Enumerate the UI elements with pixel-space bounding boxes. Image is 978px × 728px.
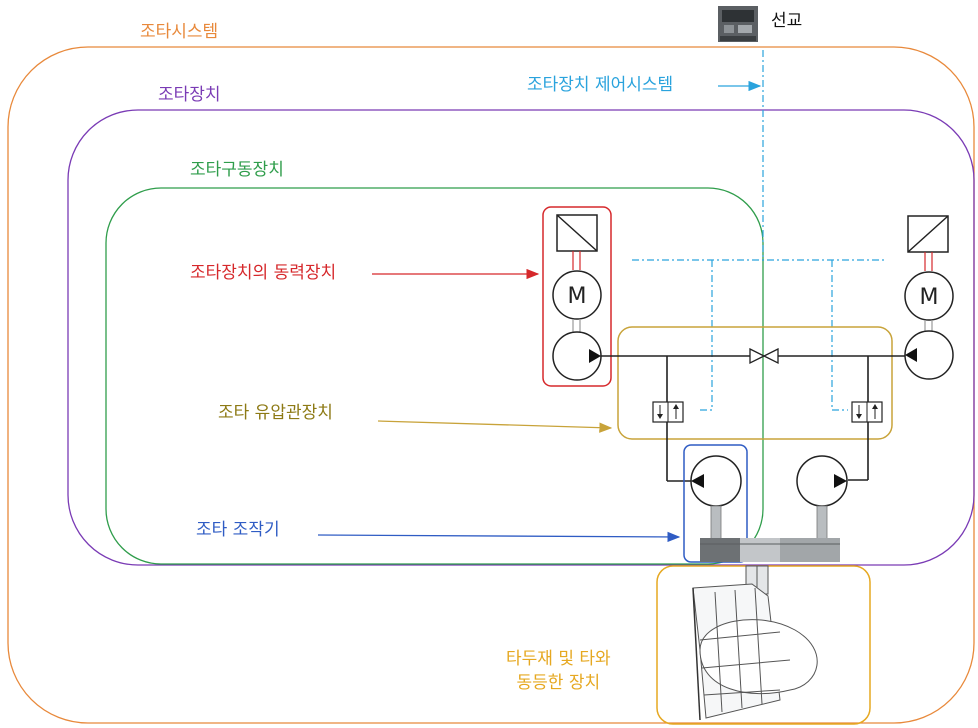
rudder-drawing [692,565,818,721]
label-bridge: 선교 [771,11,803,31]
left-motor-symbol: M [568,284,587,309]
crossover-valve [749,347,779,365]
label-steering-actuator: 조타 조작기 [196,520,280,540]
hydraulic-lines [601,355,905,482]
right-motor [904,271,954,321]
right-actuator [796,455,848,541]
right-check-valve [851,401,883,423]
label-steering-drive: 조타구동장치 [190,160,284,180]
left-power-unit [552,214,602,381]
left-check-valve [652,401,684,423]
label-rudder-stock: 타두재 및 타와 동등한 장치 [506,647,611,695]
label-steering-system: 조타시스템 [140,22,219,42]
tiller-drum [700,538,840,562]
right-motor-symbol: M [920,285,939,310]
label-control-system: 조타장치 제어시스템 [527,75,674,95]
label-hydraulic-piping: 조타 유압관장치 [218,403,333,423]
left-actuator [690,455,742,541]
steering-actuator-arrow [317,531,681,543]
label-power-unit: 조타장치의 동력장치 [190,263,337,283]
steering-gear-boundary [67,109,975,566]
hydraulic-piping-arrow [377,420,613,433]
label-rudder-stock-line2: 동등한 장치 [516,673,601,693]
label-rudder-stock-line1: 타두재 및 타와 [506,649,611,669]
label-steering-gear: 조타장치 [158,85,221,105]
left-motor [552,270,602,320]
hydraulic-piping-boundary [617,326,893,440]
control-signal-lines [632,50,885,411]
right-power-unit [904,215,954,380]
bridge-console-image [718,6,758,42]
steering-drive-boundary [105,187,764,565]
power-unit-boundary [542,206,612,387]
steering-system-boundary [7,46,975,724]
